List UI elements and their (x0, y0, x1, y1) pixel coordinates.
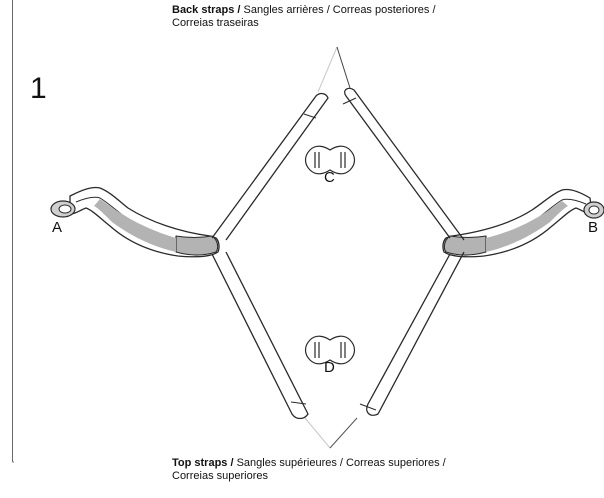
label-a: A (52, 219, 63, 236)
left-gray-pad (175, 235, 219, 256)
label-d: D (324, 359, 335, 376)
top-straps-translations: Sangles supérieures / Correas superiores… (236, 457, 446, 469)
label-c: C (324, 169, 335, 186)
left-strap-assembly (50, 92, 329, 420)
step-number: 1 (30, 72, 47, 105)
lower-left-strap (211, 251, 309, 420)
right-strap-assembly (342, 87, 604, 416)
right-arm-outline (442, 188, 593, 258)
lower-right-strap-tip-mark (359, 403, 377, 411)
back-straps-translations-line2: Correias traseiras (172, 16, 259, 29)
upper-left-strap-tip-mark (303, 113, 317, 119)
top-straps-title: Top straps / (172, 457, 234, 469)
right-gray-pad (443, 235, 487, 256)
buckle-d (304, 335, 356, 365)
ring-a-inner (58, 204, 72, 214)
top-straps-pointer (304, 417, 358, 449)
upper-right-strap (344, 87, 465, 241)
back-straps-translations: Sangles arrières / Correas posteriores / (243, 4, 436, 16)
left-gray-band (94, 199, 176, 252)
lower-right-strap (366, 251, 465, 416)
ring-b-inner (588, 205, 600, 215)
left-arm-outline (69, 186, 220, 258)
upper-right-strap-tip-mark (342, 97, 357, 105)
right-gray-band (486, 201, 568, 252)
back-straps-title: Back straps / (172, 4, 241, 16)
upper-left-strap (211, 92, 329, 241)
top-straps-caption: Top straps / Sangles supérieures / Corre… (172, 457, 592, 482)
label-b: B (588, 219, 599, 236)
back-straps-pointer (317, 46, 351, 93)
top-straps-translations-line2: Correias superiores (172, 469, 268, 482)
lower-left-strap-tip-mark (290, 401, 307, 405)
back-straps-caption: Back straps / Sangles arrières / Correas… (172, 4, 572, 29)
buckle-c (304, 145, 356, 175)
